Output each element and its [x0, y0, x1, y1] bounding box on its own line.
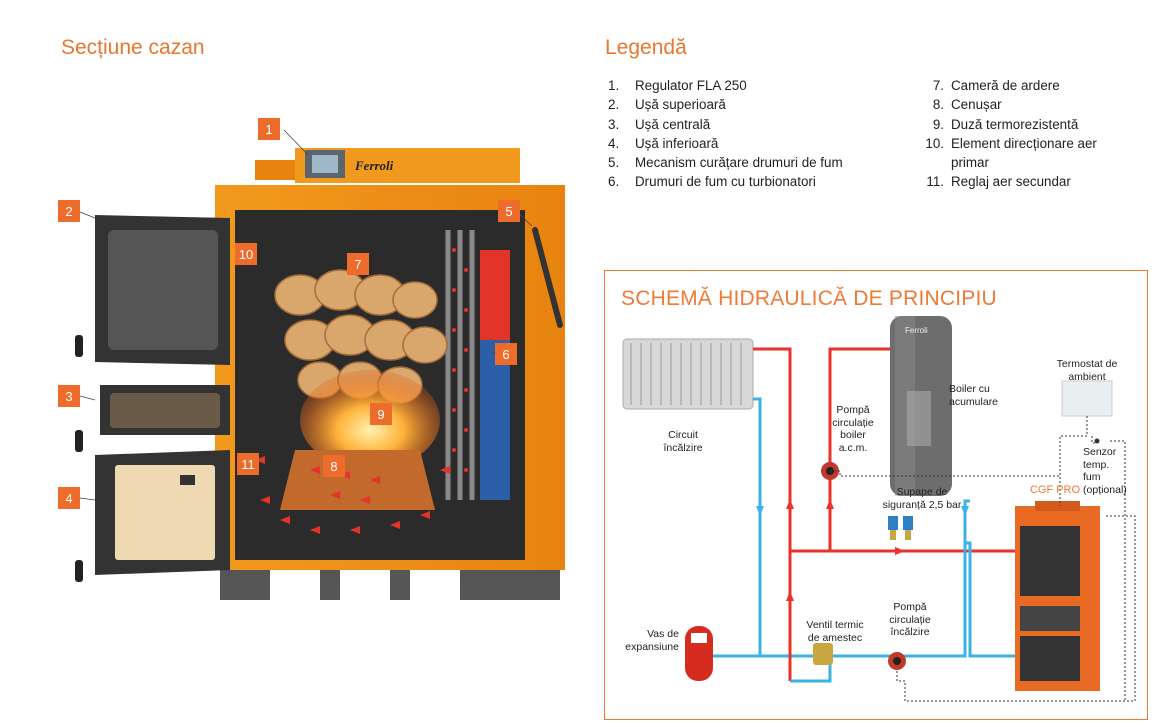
legend-num: 10. [925, 135, 944, 151]
tank-brand: Ferroli [905, 326, 928, 335]
legend-text: Ușă superioară [635, 97, 726, 113]
callout-10: 10 [235, 243, 257, 265]
legend-column-1: 1. Regulator FLA 250 2. Ușă superioară 3. U… [608, 76, 843, 192]
label-expansion: Vas de expansiune [625, 628, 679, 653]
storage-tank-icon: Ferroli [890, 316, 952, 496]
safety-valves-icon [888, 516, 913, 540]
legend-title: Legendă [605, 36, 687, 59]
legend-item: 4. Ușă inferioară [608, 134, 843, 153]
callout-7: 7 [347, 253, 369, 275]
label-pump-boiler: Pompă circulație boiler a.c.m. [832, 404, 874, 454]
scheme-title: SCHEMĂ HIDRAULICĂ DE PRINCIPIU [621, 287, 997, 310]
legend-text: Drumuri de fum cu turbionatori [635, 174, 816, 190]
legend-item: 5. Mecanism curățare drumuri de fum [608, 153, 843, 172]
cgf-pro-boiler-icon [1015, 501, 1100, 691]
legend-num: 3. [608, 116, 620, 132]
mixing-valve-icon [813, 643, 833, 665]
heating-pump-icon [888, 652, 906, 670]
label-cgf-pro: CGF PRO [1029, 484, 1081, 496]
legend-num: 7. [932, 78, 944, 93]
hydraulic-scheme-panel: Ferroli [604, 270, 1148, 720]
radiator-icon [622, 338, 754, 410]
callout-5: 5 [498, 200, 520, 222]
legend-num: 8. [932, 97, 944, 113]
callout-9: 9 [370, 403, 392, 425]
callout-11: 11 [237, 453, 259, 475]
legend-num: 11. [926, 174, 944, 190]
legend-item: 7. Cameră de ardere [925, 76, 1097, 95]
legend-text: Regulator FLA 250 [635, 78, 747, 93]
callout-4: 4 [58, 487, 80, 509]
legend-column-2: 7. Cameră de ardere 8. Cenușar 9. Duză term… [925, 76, 1097, 192]
legend-item: 1. Regulator FLA 250 [608, 76, 843, 95]
label-sensor: Senzor temp. fum (opțional) [1083, 446, 1127, 496]
legend-text: Duză termorezistentă [951, 116, 1079, 132]
legend-num [925, 153, 951, 172]
callout-2: 2 [58, 200, 80, 222]
legend-num: 4. [608, 135, 620, 151]
label-pump-heating: Pompă circulație încălzire [889, 601, 931, 638]
legend-item: 10. Element direcționare aer [925, 134, 1097, 153]
room-thermostat-icon [1061, 380, 1113, 417]
callout-3: 3 [58, 385, 80, 407]
legend-text: Ușă inferioară [635, 135, 719, 151]
legend-num: 2. [608, 97, 620, 113]
label-circuit: Circuit încălzire [663, 429, 703, 454]
legend-num: 9. [932, 116, 944, 132]
boiler-cutaway-illustration: Ferroli [40, 100, 600, 680]
legend-item: 11. Reglaj aer secundar [925, 172, 1097, 191]
legend-text: primar [951, 155, 989, 171]
label-valves: Supape de siguranță 2,5 bar [882, 486, 962, 511]
label-mixing-valve: Ventil termic de amestec [806, 619, 864, 644]
label-thermostat: Termostat de ambient [1056, 358, 1118, 383]
label-boiler: Boiler cu acumulare [949, 383, 999, 408]
section-title-boiler: Secțiune cazan [61, 36, 205, 59]
legend-num: 1. [608, 78, 620, 93]
cleaning-lever [532, 227, 563, 328]
callout-8: 8 [323, 455, 345, 477]
legend-num: 6. [608, 174, 620, 190]
callout-1: 1 [258, 118, 280, 140]
callout-6: 6 [495, 343, 517, 365]
legend-text: Cameră de ardere [951, 78, 1060, 93]
brand-logo: Ferroli [354, 158, 394, 173]
legend-text: Mecanism curățare drumuri de fum [635, 155, 843, 171]
legend-text: Ușă centrală [635, 116, 711, 132]
legend-item: 9. Duză termorezistentă [925, 115, 1097, 134]
expansion-vessel-icon [685, 626, 713, 681]
legend-item: 6. Drumuri de fum cu turbionatori [608, 172, 843, 191]
legend-item: primar [925, 153, 1097, 172]
legend-text: Reglaj aer secundar [951, 174, 1071, 190]
legend-text: Cenușar [951, 97, 1002, 113]
control-wiring [830, 416, 1136, 702]
hydraulic-scheme-svg: Ferroli [622, 316, 1136, 702]
legend-item: 2. Ușă superioară [608, 95, 843, 114]
boiler-svg: Ferroli [75, 129, 565, 600]
legend-item: 8. Cenușar [925, 95, 1097, 114]
legend-item: 3. Ușă centrală [608, 115, 843, 134]
legend-text: Element direcționare aer [951, 135, 1097, 151]
legend-num: 5. [608, 155, 620, 171]
